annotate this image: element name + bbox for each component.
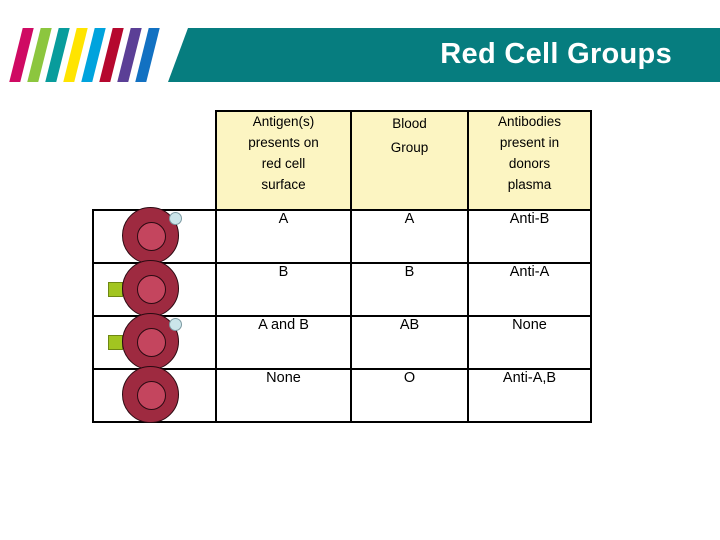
rbc-inner-region-icon bbox=[137, 381, 166, 410]
antibodies-header-line-3: donors bbox=[508, 155, 551, 171]
rbc-inner-region-icon bbox=[137, 275, 166, 304]
cell-antigen: B bbox=[215, 262, 352, 317]
antibodies-header-line-4: plasma bbox=[507, 176, 552, 192]
antibodies-header-line-2: present in bbox=[499, 134, 560, 150]
rbc-graphic bbox=[94, 366, 217, 423]
column-header-antibodies: Antibodies present in donors plasma bbox=[467, 110, 592, 211]
antigen-b-marker-icon bbox=[108, 335, 123, 350]
header-banner: Red Cell Groups bbox=[0, 0, 720, 95]
blood-group-table: Antigen(s) presents on red cell surface … bbox=[92, 110, 592, 423]
table-header: Antigen(s) presents on red cell surface … bbox=[93, 110, 592, 211]
table-body: A A Anti-B B B Anti-A bbox=[92, 207, 592, 423]
red-blood-cell-illustration-ab bbox=[92, 313, 217, 370]
column-header-blood-group: Blood Group bbox=[350, 110, 469, 211]
rbc-outer-membrane-icon bbox=[122, 366, 179, 423]
cell-antibodies: Anti-A,B bbox=[467, 368, 592, 423]
antigen-header-line-1: Antigen(s) bbox=[252, 114, 315, 129]
red-blood-cell-illustration-b bbox=[92, 260, 217, 317]
antigen-a-marker-icon bbox=[169, 318, 182, 331]
blood-group-header-line-2: Group bbox=[390, 139, 429, 155]
cell-blood-group: A bbox=[350, 209, 469, 264]
cell-blood-group: O bbox=[350, 368, 469, 423]
antigen-header-line-2: presents on bbox=[248, 134, 319, 150]
cell-antibodies: None bbox=[467, 315, 592, 370]
table-row: A A Anti-B bbox=[92, 207, 592, 264]
cell-blood-group: B bbox=[350, 262, 469, 317]
rbc-outer-membrane-icon bbox=[122, 260, 179, 317]
table-header-row: Antigen(s) presents on red cell surface … bbox=[93, 110, 592, 211]
blood-group-header-line-1: Blood bbox=[392, 116, 427, 131]
antigen-header-line-3: red cell bbox=[261, 155, 306, 171]
rbc-inner-region-icon bbox=[137, 222, 166, 251]
antigen-a-marker-icon bbox=[169, 212, 182, 225]
rbc-inner-region-icon bbox=[137, 328, 166, 357]
red-blood-cell-illustration-a bbox=[92, 207, 217, 264]
antigen-header-line-4: surface bbox=[261, 176, 306, 192]
cell-antibodies: Anti-A bbox=[467, 262, 592, 317]
antigen-b-marker-icon bbox=[108, 282, 123, 297]
decorative-stripes bbox=[9, 28, 174, 82]
cell-antigen: A bbox=[215, 209, 352, 264]
column-header-antigen: Antigen(s) presents on red cell surface bbox=[215, 110, 352, 211]
rbc-graphic bbox=[94, 260, 217, 317]
table-corner-blank bbox=[93, 111, 216, 210]
cell-blood-group: AB bbox=[350, 315, 469, 370]
red-blood-cell-illustration-o bbox=[92, 366, 217, 423]
cell-antigen: A and B bbox=[215, 315, 352, 370]
table-row: A and B AB None bbox=[92, 313, 592, 370]
table-row: B B Anti-A bbox=[92, 260, 592, 317]
header-banner-background bbox=[168, 28, 720, 82]
table-row: None O Anti-A,B bbox=[92, 366, 592, 423]
rbc-graphic bbox=[94, 207, 217, 264]
cell-antigen: None bbox=[215, 368, 352, 423]
antibodies-header-line-1: Antibodies bbox=[497, 114, 562, 129]
page-title: Red Cell Groups bbox=[440, 38, 672, 70]
rbc-graphic bbox=[94, 313, 217, 370]
cell-antibodies: Anti-B bbox=[467, 209, 592, 264]
